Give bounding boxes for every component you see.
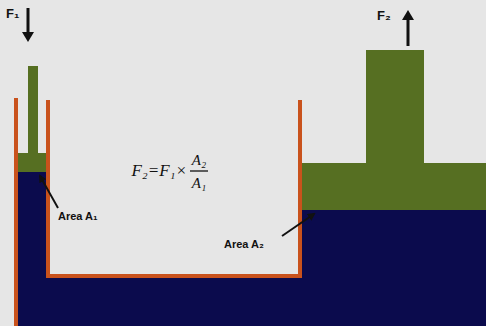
fraction-bar [190, 170, 208, 171]
formula-text: F₂=F₁× [131, 161, 187, 181]
small-piston [17, 66, 47, 172]
force-label: F₁ [6, 6, 19, 21]
formula-numerator: A₂ [192, 152, 206, 169]
large-piston [302, 50, 486, 210]
leader-lines [40, 176, 314, 236]
force-arrows [22, 8, 414, 46]
area-label: Area A₁ [58, 210, 98, 222]
force-label: F₂ [377, 8, 391, 23]
area-label: Area A₂ [224, 238, 264, 250]
formula-denominator: A₁ [192, 175, 206, 192]
container-walls [16, 98, 300, 326]
